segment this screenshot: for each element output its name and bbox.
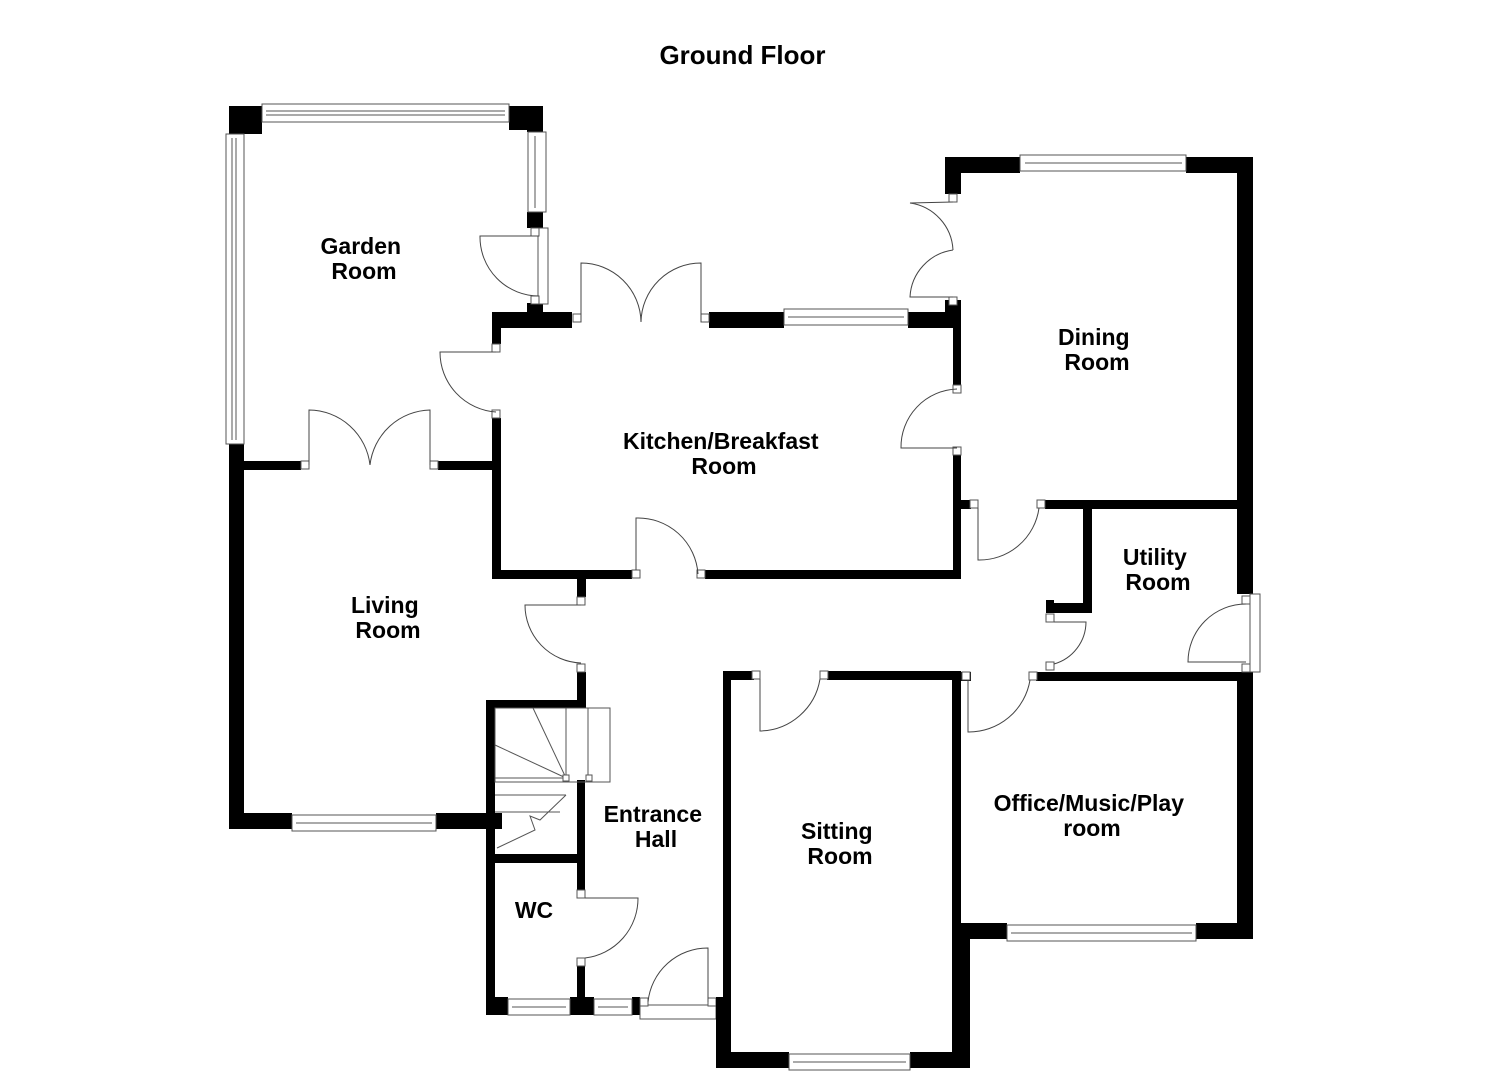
stair-walls <box>486 700 640 1015</box>
garden-room-side-door <box>479 227 549 305</box>
room-label-wc: WC <box>515 897 553 923</box>
kitchen-to-garden-door <box>439 343 501 419</box>
kitchen-to-dining-door <box>900 384 962 456</box>
kitchen-garden-doors <box>572 262 710 323</box>
room-label-office-music-playroom: Office/Music/Play room <box>994 790 1191 841</box>
room-label-dining-room: Dining Room <box>1058 324 1136 375</box>
utility-external-door <box>1187 593 1261 673</box>
front-door <box>639 947 717 1020</box>
office-window <box>1006 924 1197 942</box>
garden-room-walls <box>229 106 572 829</box>
office-walls <box>961 672 1253 939</box>
kitchen-walls <box>492 305 961 597</box>
kitchen-to-hall-door <box>631 517 706 579</box>
utility-room-walls <box>1036 509 1253 684</box>
living-room-window-south <box>291 814 437 832</box>
wc-door <box>576 889 639 967</box>
staircase <box>494 707 611 849</box>
room-label-sitting-room: Sitting Room <box>801 818 879 869</box>
hall-window <box>593 998 633 1016</box>
wc-window <box>507 998 571 1016</box>
room-label-garden-room: Garden Room <box>321 233 408 284</box>
room-label-utility-room: Utility Room <box>1123 544 1193 595</box>
garden-room-window-west <box>225 133 245 445</box>
living-garden-doors <box>300 409 439 470</box>
sitting-room-walls <box>716 671 970 1068</box>
sitting-room-door <box>751 670 829 732</box>
room-label-living-room: Living Room <box>351 592 425 643</box>
office-door <box>961 671 1038 733</box>
garden-room-window-north <box>261 103 510 123</box>
dining-to-hall-door <box>969 499 1046 561</box>
floor-plan-title: Ground Floor <box>659 40 826 70</box>
garden-room-window-east <box>527 131 547 213</box>
dining-room-french-doors <box>909 193 958 306</box>
living-to-hall-door <box>524 596 586 673</box>
utility-internal-door <box>1045 613 1087 671</box>
dining-room-walls <box>945 157 1253 594</box>
dining-room-window-north <box>1019 154 1187 172</box>
sitting-room-window <box>788 1053 911 1071</box>
living-room-walls <box>229 570 586 829</box>
room-label-kitchen-breakfast-room: Kitchen/Breakfast Room <box>623 428 825 479</box>
kitchen-window-north <box>783 308 909 326</box>
room-label-entrance-hall: Entrance Hall <box>604 801 709 852</box>
